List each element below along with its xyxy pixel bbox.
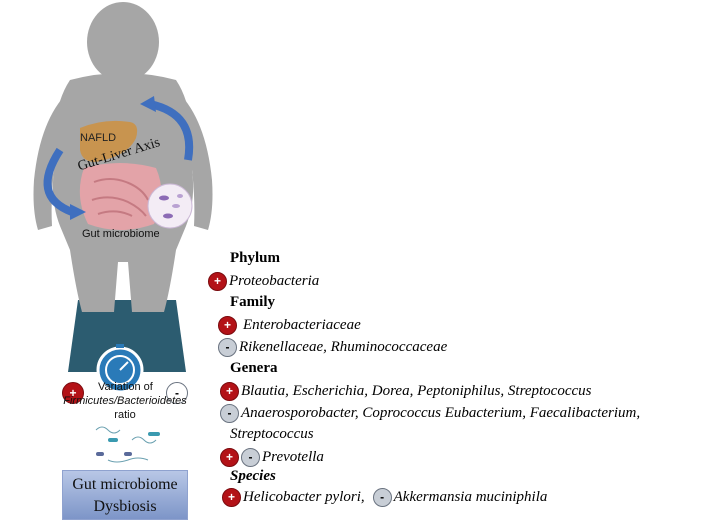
- genera-minus-item: - Anaerosporobacter, Coprococcus Eubacte…: [220, 404, 640, 423]
- scale-base: [68, 300, 186, 372]
- intestine-graphic: [79, 163, 162, 230]
- genera-minus-text-2: Streptococcus: [230, 426, 314, 442]
- genera-header: Genera: [230, 360, 278, 376]
- body-illustration: NAFLD Gut-Liver Axis Gut microbiome + - …: [0, 0, 230, 526]
- increase-icon: +: [222, 488, 241, 507]
- arrow-head-top: [140, 96, 156, 112]
- body-silhouette-graphic: [33, 2, 213, 463]
- variation-ratio: Firmicutes/Bacterioidetes: [63, 395, 187, 407]
- arrow-gut-to-liver: [43, 147, 74, 216]
- decrease-icon: -: [220, 404, 239, 423]
- phylum-plus-text: Proteobacteria: [229, 273, 320, 289]
- ratio-gauge-icon: [96, 344, 144, 394]
- species-minus-text: Akkermansia muciniphila: [393, 489, 548, 505]
- genera-both-item: + - Prevotella: [220, 448, 324, 467]
- increase-icon: +: [208, 272, 227, 291]
- decrease-icon: -: [372, 488, 392, 507]
- genera-plus-item: + Blautia, Escherichia, Dorea, Peptoniph…: [220, 382, 592, 401]
- ratio-plus-icon: +: [62, 382, 84, 404]
- family-plus-text: Enterobacteriaceae: [243, 317, 361, 333]
- species-plus-text: Helicobacter pylori,: [243, 489, 365, 505]
- phylum-header: Phylum: [230, 250, 281, 266]
- variation-caption: Variation of Firmicutes/Bacterioidetes r…: [62, 380, 188, 422]
- species-header: Species: [230, 468, 276, 484]
- family-minus-text: Rikenellaceae, Rhuminococcaceae: [239, 339, 448, 355]
- dysbiosis-line1: Gut microbiome: [72, 476, 178, 493]
- genera-plus-text: Blautia, Escherichia, Dorea, Peptoniphil…: [241, 383, 592, 399]
- liver-graphic: [80, 120, 138, 162]
- bacteria-cluster: [95, 426, 160, 463]
- family-header: Family: [230, 294, 275, 310]
- family-plus-item: + Enterobacteriaceae: [218, 316, 361, 335]
- nafld-label: NAFLD: [80, 132, 117, 144]
- dysbiosis-box: Gut microbiome Dysbiosis: [62, 470, 188, 520]
- family-minus-item: - Rikenellaceae, Rhuminococcaceae: [218, 338, 447, 357]
- genera-both-text: Prevotella: [262, 449, 324, 465]
- genera-minus-text-1: Anaerosporobacter, Coprococcus Eubacteri…: [241, 405, 641, 421]
- arrow-liver-to-gut: [149, 100, 194, 161]
- dysbiosis-line2: Dysbiosis: [93, 498, 157, 515]
- microbiome-circle: [147, 183, 193, 229]
- species-item: + Helicobacter pylori, - Akkermansia muc…: [222, 488, 547, 507]
- decrease-icon: -: [218, 338, 237, 357]
- increase-icon: +: [220, 382, 239, 401]
- arrow-head-bottom: [70, 204, 86, 220]
- variation-line1: Variation of: [98, 381, 153, 393]
- variation-suffix: ratio: [114, 409, 136, 421]
- gut-microbiome-label: Gut microbiome: [82, 228, 160, 240]
- ratio-minus-icon: -: [166, 382, 188, 404]
- increase-icon: +: [218, 316, 237, 335]
- increase-icon: +: [220, 448, 239, 467]
- decrease-icon: -: [241, 448, 260, 467]
- phylum-item: + Proteobacteria: [208, 272, 319, 291]
